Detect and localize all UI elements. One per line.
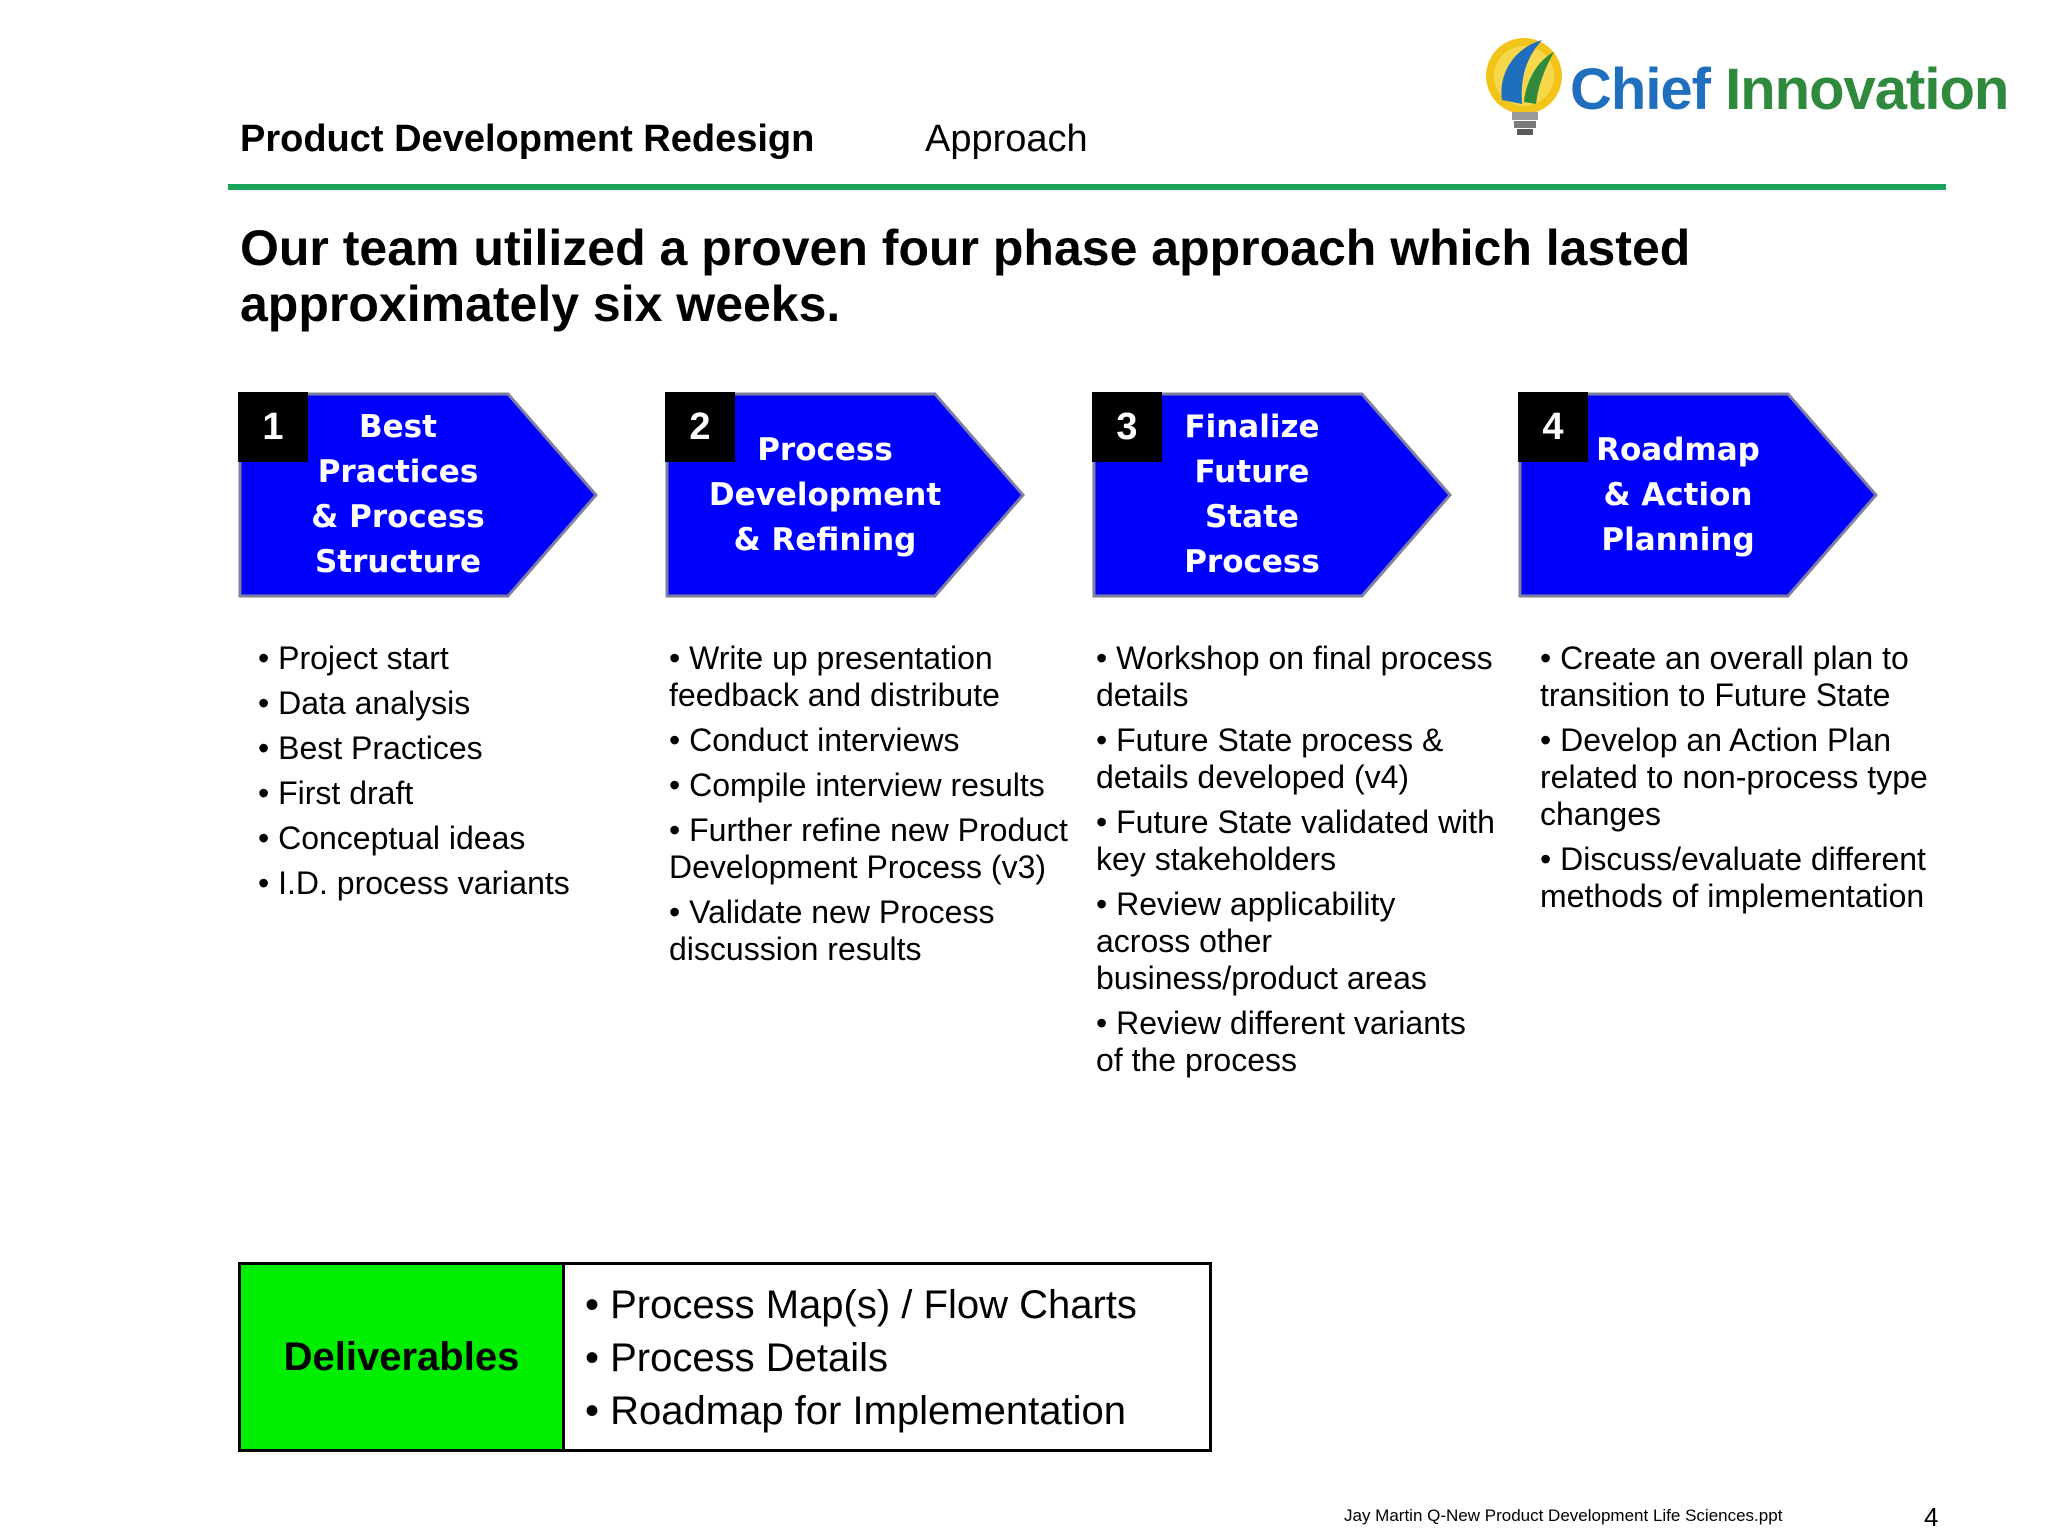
list-item: Conceptual ideas — [258, 820, 618, 857]
phase-title: Finalize Future State Process — [1152, 392, 1352, 598]
list-item: First draft — [258, 775, 618, 812]
list-item: Best Practices — [258, 730, 618, 767]
chevron-shape — [1092, 392, 1452, 598]
phase-1-activities: Project start Data analysis Best Practic… — [258, 640, 618, 910]
list-item: Create an overall plan to transition to … — [1540, 640, 1940, 714]
logo-word-innovation: Innovation — [1725, 57, 2009, 122]
lightbulb-icon — [1486, 38, 1562, 135]
phase-title-text: Finalize Future State Process — [1184, 409, 1320, 580]
phase-2-activities: Write up presentation feedback and distr… — [669, 640, 1079, 976]
chevron-shape — [238, 392, 598, 598]
list-item: Future State validated with key stakehol… — [1096, 804, 1496, 878]
deliverables-label: Deliverables — [241, 1265, 565, 1449]
phase-2-chevron: 2 Process Development & Refining — [665, 392, 1025, 598]
page-number: 4 — [1924, 1502, 1939, 1532]
list-item: Roadmap for Implementation — [585, 1385, 1137, 1438]
slide-title: Product Development Redesign — [240, 118, 815, 160]
phase-number: 2 — [665, 392, 735, 462]
logo-word-chief: Chief — [1570, 57, 1711, 122]
section-label: Approach — [925, 118, 1088, 160]
deliverables-box: Deliverables Process Map(s) / Flow Chart… — [238, 1262, 1212, 1452]
phase-title: Best Practices & Process Structure — [298, 392, 498, 598]
phase-number: 1 — [238, 392, 308, 462]
deliverables-list: Process Map(s) / Flow Charts Process Det… — [565, 1265, 1137, 1449]
list-item: Compile interview results — [669, 767, 1079, 804]
list-item: Process Details — [585, 1332, 1137, 1385]
main-heading: Our team utilized a proven four phase ap… — [240, 220, 1691, 332]
list-item: Process Map(s) / Flow Charts — [585, 1279, 1137, 1332]
footer-filename: Jay Martin Q-New Product Development Lif… — [1344, 1506, 1783, 1525]
list-item: Review different variants of the process — [1096, 1005, 1496, 1079]
phase-4-activities: Create an overall plan to transition to … — [1540, 640, 1940, 923]
list-item: Discuss/evaluate different methods of im… — [1540, 841, 1940, 915]
phase-title: Process Development & Refining — [709, 392, 941, 598]
list-item: Future State process & details developed… — [1096, 722, 1496, 796]
chevron-shape — [1518, 392, 1878, 598]
header-divider — [228, 184, 1946, 190]
phase-3-activities: Workshop on final process details Future… — [1096, 640, 1496, 1087]
phase-3-chevron: 3 Finalize Future State Process — [1092, 392, 1452, 598]
phase-number: 3 — [1092, 392, 1162, 462]
phase-4-chevron: 4 Roadmap & Action Planning — [1518, 392, 1878, 598]
list-item: Data analysis — [258, 685, 618, 722]
phase-title-text: Roadmap & Action Planning — [1596, 431, 1760, 558]
company-logo: Chief Innovation — [1480, 30, 2009, 140]
list-item: Workshop on final process details — [1096, 640, 1496, 714]
list-item: Write up presentation feedback and distr… — [669, 640, 1079, 714]
logo-wordmark: Chief Innovation — [1570, 56, 2009, 123]
list-item: Develop an Action Plan related to non-pr… — [1540, 722, 1940, 833]
chevron-shape — [665, 392, 1025, 598]
phase-number: 4 — [1518, 392, 1588, 462]
list-item: Conduct interviews — [669, 722, 1079, 759]
list-item: Review applicability across other busine… — [1096, 886, 1496, 997]
list-item: Project start — [258, 640, 618, 677]
phase-title: Roadmap & Action Planning — [1578, 392, 1778, 598]
phase-title-text: Process Development & Refining — [708, 431, 942, 558]
phase-title-text: Best Practices & Process Structure — [311, 409, 485, 580]
phase-1-chevron: 1 Best Practices & Process Structure — [238, 392, 598, 598]
list-item: I.D. process variants — [258, 865, 618, 902]
list-item: Validate new Process discussion results — [669, 894, 1079, 968]
list-item: Further refine new Product Development P… — [669, 812, 1079, 886]
